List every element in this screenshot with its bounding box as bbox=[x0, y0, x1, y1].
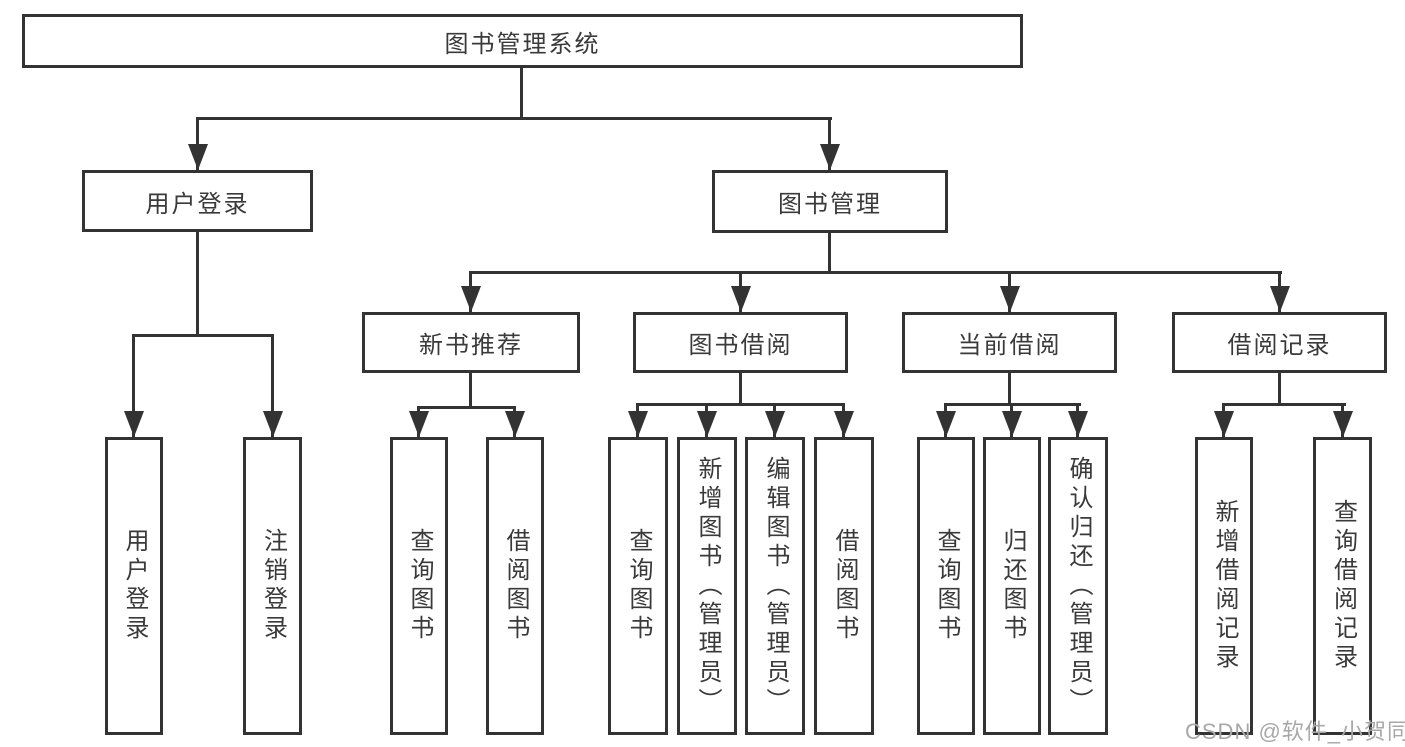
leaf-return-books-label: 归还图书 bbox=[999, 528, 1026, 644]
leaf-query-borrow-record-label: 查询借阅记录 bbox=[1329, 499, 1357, 673]
edge-new-book-branch bbox=[417, 406, 516, 409]
arrow-down-icon bbox=[765, 411, 785, 437]
leaf-edit-book-admin-label: 编辑图书（管理员） bbox=[762, 455, 789, 717]
node-book-management: 图书管理 bbox=[712, 170, 948, 233]
leaf-borrow-books-2: 借阅图书 bbox=[814, 437, 874, 735]
edge-current-stem bbox=[1008, 373, 1011, 406]
leaf-add-borrow-record-label: 新增借阅记录 bbox=[1211, 499, 1238, 673]
arrow-down-icon bbox=[697, 411, 717, 437]
arrow-down-icon bbox=[1333, 411, 1353, 437]
arrow-down-icon bbox=[820, 144, 840, 170]
arrow-down-icon bbox=[731, 286, 751, 312]
arrow-down-icon bbox=[505, 411, 525, 437]
arrow-down-icon bbox=[1214, 411, 1234, 437]
leaf-add-book-admin-label: 新增图书（管理员） bbox=[694, 455, 721, 717]
leaf-edit-book-admin: 编辑图书（管理员） bbox=[745, 437, 805, 735]
leaf-confirm-return-admin-label: 确认归还（管理员） bbox=[1065, 455, 1092, 717]
edge-root-stem bbox=[520, 68, 523, 118]
edge-to-leaf bbox=[132, 334, 135, 437]
arrow-down-icon bbox=[1002, 411, 1022, 437]
edge-to-book-mgmt bbox=[828, 117, 831, 170]
arrow-down-icon bbox=[124, 411, 144, 437]
leaf-logout: 注销登录 bbox=[243, 437, 302, 735]
watermark: CSDN @软件_小贺同学 bbox=[1185, 719, 1405, 744]
edge-records-branch bbox=[1222, 403, 1346, 406]
leaf-logout-label: 注销登录 bbox=[259, 528, 287, 644]
node-new-book-recommend-label: 新书推荐 bbox=[419, 332, 523, 359]
edge-book-mgmt-stem bbox=[828, 233, 831, 273]
leaf-borrow-books-2-label: 借阅图书 bbox=[831, 528, 858, 644]
leaf-query-books-1: 查询图书 bbox=[390, 437, 448, 735]
leaf-query-books-1-label: 查询图书 bbox=[406, 528, 433, 644]
edge-user-login-stem bbox=[196, 232, 199, 336]
arrow-down-icon bbox=[936, 411, 956, 437]
arrow-down-icon bbox=[188, 144, 208, 170]
node-book-borrow: 图书借阅 bbox=[633, 312, 848, 373]
edge-borrow-branch bbox=[636, 403, 845, 406]
node-borrow-records: 借阅记录 bbox=[1172, 312, 1387, 373]
arrow-down-icon bbox=[628, 411, 648, 437]
edge-new-book-stem bbox=[469, 373, 472, 409]
node-current-borrow-label: 当前借阅 bbox=[957, 332, 1062, 359]
edge-borrow-stem bbox=[739, 373, 742, 406]
arrow-down-icon bbox=[1270, 286, 1290, 312]
leaf-query-books-3: 查询图书 bbox=[917, 437, 975, 735]
arrow-down-icon bbox=[409, 411, 429, 437]
node-root: 图书管理系统 bbox=[22, 14, 1023, 68]
node-book-borrow-label: 图书借阅 bbox=[688, 332, 793, 359]
node-current-borrow: 当前借阅 bbox=[902, 312, 1117, 373]
leaf-query-books-3-label: 查询图书 bbox=[933, 528, 960, 644]
leaf-return-books: 归还图书 bbox=[983, 437, 1041, 735]
leaf-user-login: 用户登录 bbox=[105, 437, 163, 735]
node-book-management-label: 图书管理 bbox=[778, 191, 882, 218]
edge-root-branch bbox=[196, 117, 832, 120]
edge-to-user-login bbox=[196, 117, 199, 170]
arrow-down-icon bbox=[834, 411, 854, 437]
leaf-query-books-2: 查询图书 bbox=[608, 437, 668, 735]
leaf-borrow-books-1: 借阅图书 bbox=[486, 437, 544, 735]
leaf-add-book-admin: 新增图书（管理员） bbox=[677, 437, 737, 735]
node-user-login-label: 用户登录 bbox=[145, 190, 250, 218]
edge-to-leaf bbox=[271, 334, 274, 437]
arrow-down-icon bbox=[1068, 411, 1088, 437]
node-new-book-recommend: 新书推荐 bbox=[362, 312, 580, 373]
leaf-query-borrow-record: 查询借阅记录 bbox=[1313, 437, 1372, 735]
leaf-add-borrow-record: 新增借阅记录 bbox=[1195, 437, 1253, 735]
arrow-down-icon bbox=[1000, 286, 1020, 312]
leaf-confirm-return-admin: 确认归还（管理员） bbox=[1048, 437, 1108, 735]
arrow-down-icon bbox=[461, 286, 481, 312]
leaf-borrow-books-1-label: 借阅图书 bbox=[502, 528, 529, 644]
node-borrow-records-label: 借阅记录 bbox=[1227, 332, 1332, 359]
edge-records-stem bbox=[1278, 373, 1281, 406]
edge-book-mgmt-branch bbox=[469, 271, 1282, 274]
node-root-label: 图书管理系统 bbox=[444, 30, 601, 58]
node-user-login: 用户登录 bbox=[82, 170, 313, 232]
arrow-down-icon bbox=[263, 411, 283, 437]
edge-user-login-branch bbox=[132, 334, 274, 337]
leaf-user-login-label: 用户登录 bbox=[121, 528, 148, 644]
leaf-query-books-2-label: 查询图书 bbox=[625, 528, 652, 644]
